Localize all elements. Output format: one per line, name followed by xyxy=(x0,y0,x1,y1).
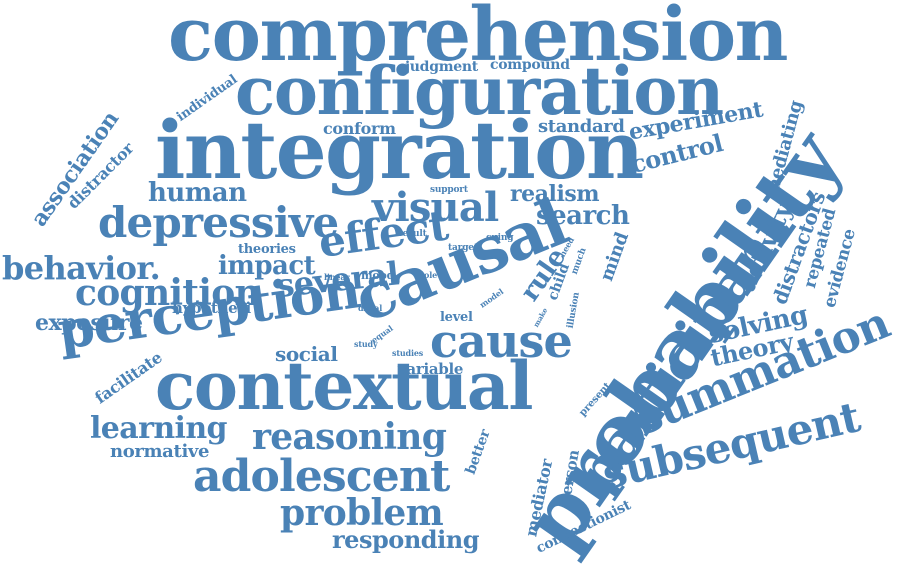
word-theories: theories xyxy=(238,242,296,257)
word-mind: mind xyxy=(596,229,634,284)
word-realism: realism xyxy=(510,181,600,207)
word-configuration: configuration xyxy=(235,52,724,130)
word-contextual: contextual xyxy=(155,347,533,425)
word-adolescent: adolescent xyxy=(193,451,450,502)
word-visual: visual xyxy=(372,184,499,231)
word-linear: linear xyxy=(324,272,350,282)
word-responding: responding xyxy=(332,525,479,554)
word-better: better xyxy=(462,427,494,477)
word-human: human xyxy=(148,178,247,208)
word-cuing: cuing xyxy=(486,233,514,243)
word-result: result xyxy=(398,229,427,239)
word-integration: integration xyxy=(155,103,644,197)
word-search: search xyxy=(536,201,630,231)
word-illusion: illusion xyxy=(565,291,582,330)
word-compound: compound xyxy=(490,57,570,73)
word-normative: normative xyxy=(110,441,210,462)
word-judgment: judgment xyxy=(405,59,478,75)
word-studies: studies xyxy=(392,348,424,358)
word-cognition: cognition xyxy=(75,272,261,314)
word-social: social xyxy=(275,342,338,366)
word-impact: impact xyxy=(218,251,316,281)
word-reasoning: reasoning xyxy=(252,416,447,458)
word-problem: problem xyxy=(280,492,444,534)
word-target: target xyxy=(448,243,478,253)
word-comprehension: comprehension xyxy=(168,0,788,78)
word-behavior: behavior. xyxy=(2,249,161,287)
word-standard: standard xyxy=(538,116,625,137)
word-mood: mood xyxy=(361,269,395,282)
word-hypothesi: hypothesi xyxy=(172,299,251,317)
word-cause: cause xyxy=(430,314,573,368)
word-exposure: exposure xyxy=(35,310,143,336)
word-learning: learning xyxy=(90,411,228,446)
word-depressive: depressive xyxy=(98,198,339,247)
word-support: support xyxy=(430,185,468,195)
word-conform: conform xyxy=(323,119,396,138)
word-role: role xyxy=(420,270,438,280)
word-distal: distal xyxy=(358,303,383,313)
word-study: study xyxy=(354,339,378,349)
word-level: level xyxy=(440,310,473,325)
word-variable: variable xyxy=(398,360,464,378)
